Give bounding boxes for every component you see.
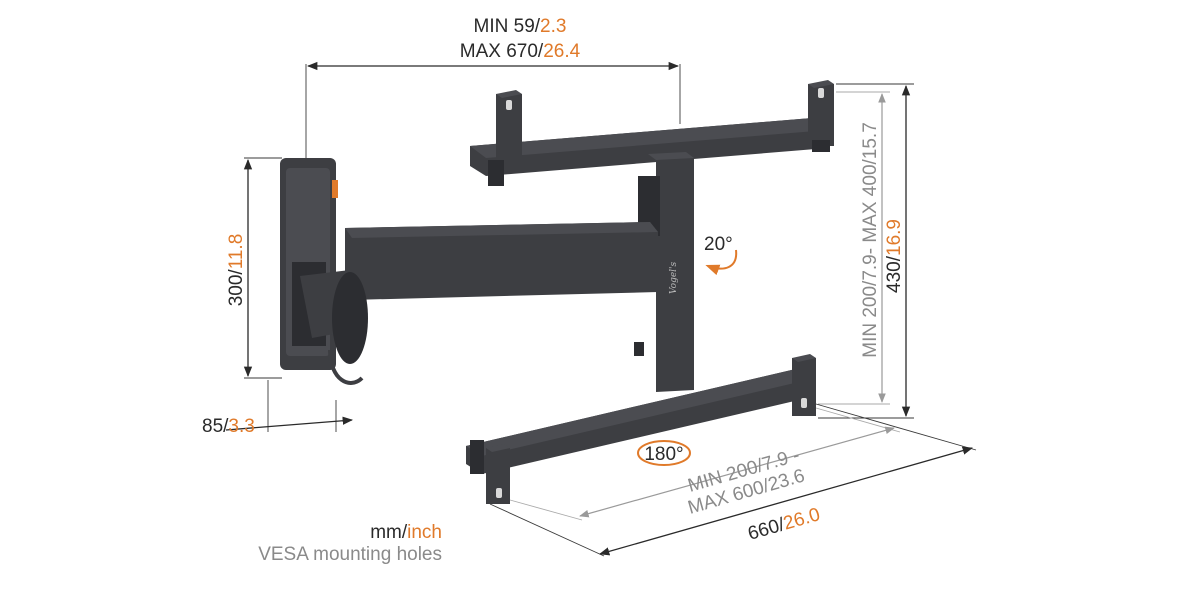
dimension-width-range: MIN 59/2.3 MAX 670/26.4 <box>305 16 681 158</box>
tilt-angle-label: 20° <box>704 234 733 255</box>
vogels-logo: Vogel's <box>669 261 679 294</box>
vesa-legend-note: VESA mounting holes <box>258 544 442 565</box>
width-max-label: MAX 670/26.4 <box>460 41 581 62</box>
dimension-plate-height: 300/11.8 <box>226 157 282 379</box>
dimension-bracket-height: 430/16.9 <box>818 83 914 419</box>
vesa-vertical-label: MIN 200/7.9- MAX 400/15.7 <box>860 122 881 358</box>
top-crossbar <box>470 80 834 186</box>
unit-legend: mm/inch <box>370 522 442 543</box>
tilt-indicator: 20° <box>704 234 738 276</box>
mount-product: Vogel's <box>280 80 834 504</box>
width-min-label: MIN 59/2.3 <box>474 16 567 37</box>
bracket-height-label: 430/16.9 <box>884 219 905 293</box>
bracket-width-label: 660/26.0 <box>746 504 823 545</box>
plate-height-label: 300/11.8 <box>226 234 247 307</box>
wall-plate <box>280 158 368 385</box>
center-post <box>634 152 694 392</box>
swivel-angle-label: 180° <box>644 444 683 465</box>
bottom-crossbar <box>466 354 816 504</box>
dimension-plate-depth: 85/3.3 <box>202 380 354 437</box>
legend: mm/inch VESA mounting holes <box>258 522 442 565</box>
swivel-indicator: 180° <box>637 440 691 466</box>
dimension-vesa-vertical: MIN 200/7.9- MAX 400/15.7 <box>818 91 890 405</box>
plate-depth-label: 85/3.3 <box>202 416 255 437</box>
swing-arm <box>345 222 658 300</box>
